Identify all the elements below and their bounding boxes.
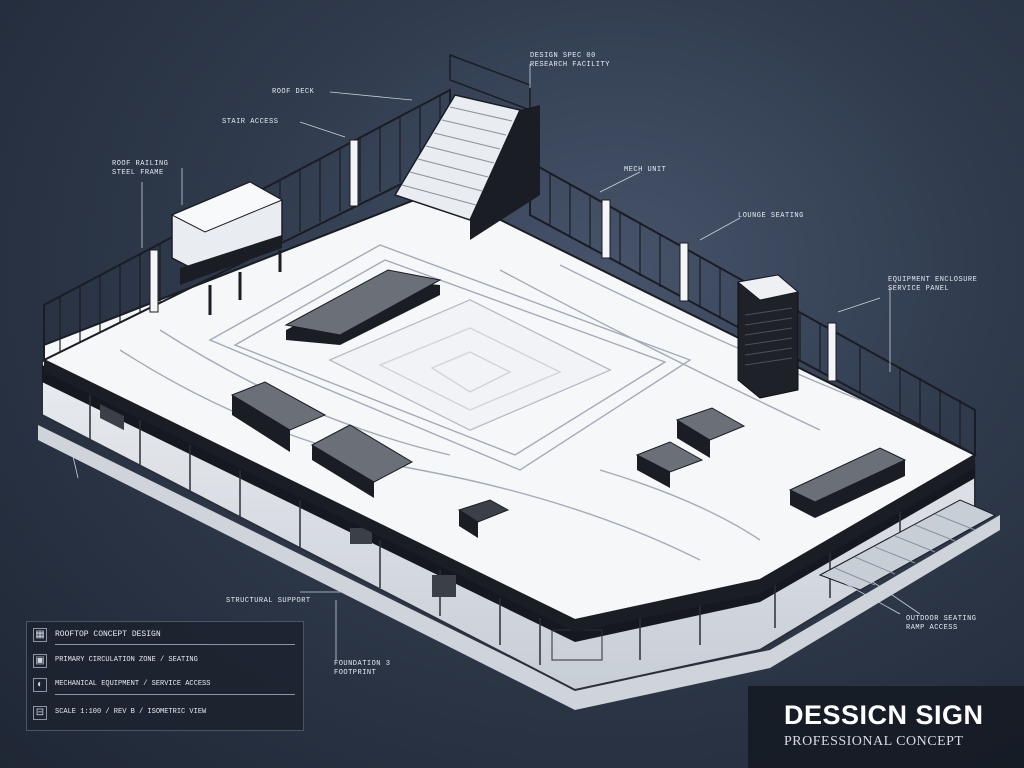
- brand-title: DESSICN SIGN: [784, 700, 984, 730]
- legend-row-label: PRIMARY CIRCULATION ZONE / SEATING: [55, 656, 198, 664]
- callout-design-spec: DESIGN SPEC 00 RESEARCH FACILITY: [530, 52, 610, 69]
- legend-row-label: MECHANICAL EQUIPMENT / SERVICE ACCESS: [55, 680, 211, 688]
- brand-subtitle: PROFESSIONAL CONCEPT: [784, 734, 964, 749]
- ramp: [818, 499, 997, 591]
- callout-roof-deck: ROOF DECK: [272, 88, 315, 96]
- callout-foundation: FOUNDATION 3 FOOTPRINT: [334, 660, 391, 677]
- callout-mech-unit: MECH UNIT: [624, 166, 667, 174]
- square-icon: ▣: [33, 654, 47, 668]
- lounge-seating: [230, 269, 907, 538]
- legend-footer: SCALE 1:100 / REV B / ISOMETRIC VIEW: [55, 708, 207, 716]
- callout-outdoor-seating: OUTDOOR SEATING RAMP ACCESS: [906, 615, 977, 632]
- legend-panel: ▦ ROOFTOP CONCEPT DESIGN ▣ PRIMARY CIRCU…: [26, 621, 304, 731]
- mech-unit: [736, 274, 800, 399]
- callout-lounge-seating: LOUNGE SEATING: [738, 212, 804, 220]
- brand-block: DESSICN SIGN PROFESSIONAL CONCEPT: [748, 686, 1024, 768]
- legend-divider: [55, 694, 295, 695]
- callout-equipment-enclosure: EQUIPMENT ENCLOSURE SERVICE PANEL: [888, 276, 978, 293]
- storage-unit: [170, 181, 284, 315]
- half-circle-icon: ◐: [33, 678, 47, 692]
- callout-roof-railing: ROOF RAILING STEEL FRAME: [112, 160, 169, 177]
- callout-structural-support: STRUCTURAL SUPPORT: [226, 597, 311, 605]
- leader-lines: [71, 64, 921, 660]
- legend-title: ROOFTOP CONCEPT DESIGN: [55, 630, 161, 639]
- callout-stair-access: STAIR ACCESS: [222, 118, 279, 126]
- grid-icon: ▦: [33, 628, 47, 642]
- box-minus-icon: ⊟: [33, 706, 47, 720]
- legend-divider: [55, 644, 295, 645]
- staircase: [393, 53, 540, 240]
